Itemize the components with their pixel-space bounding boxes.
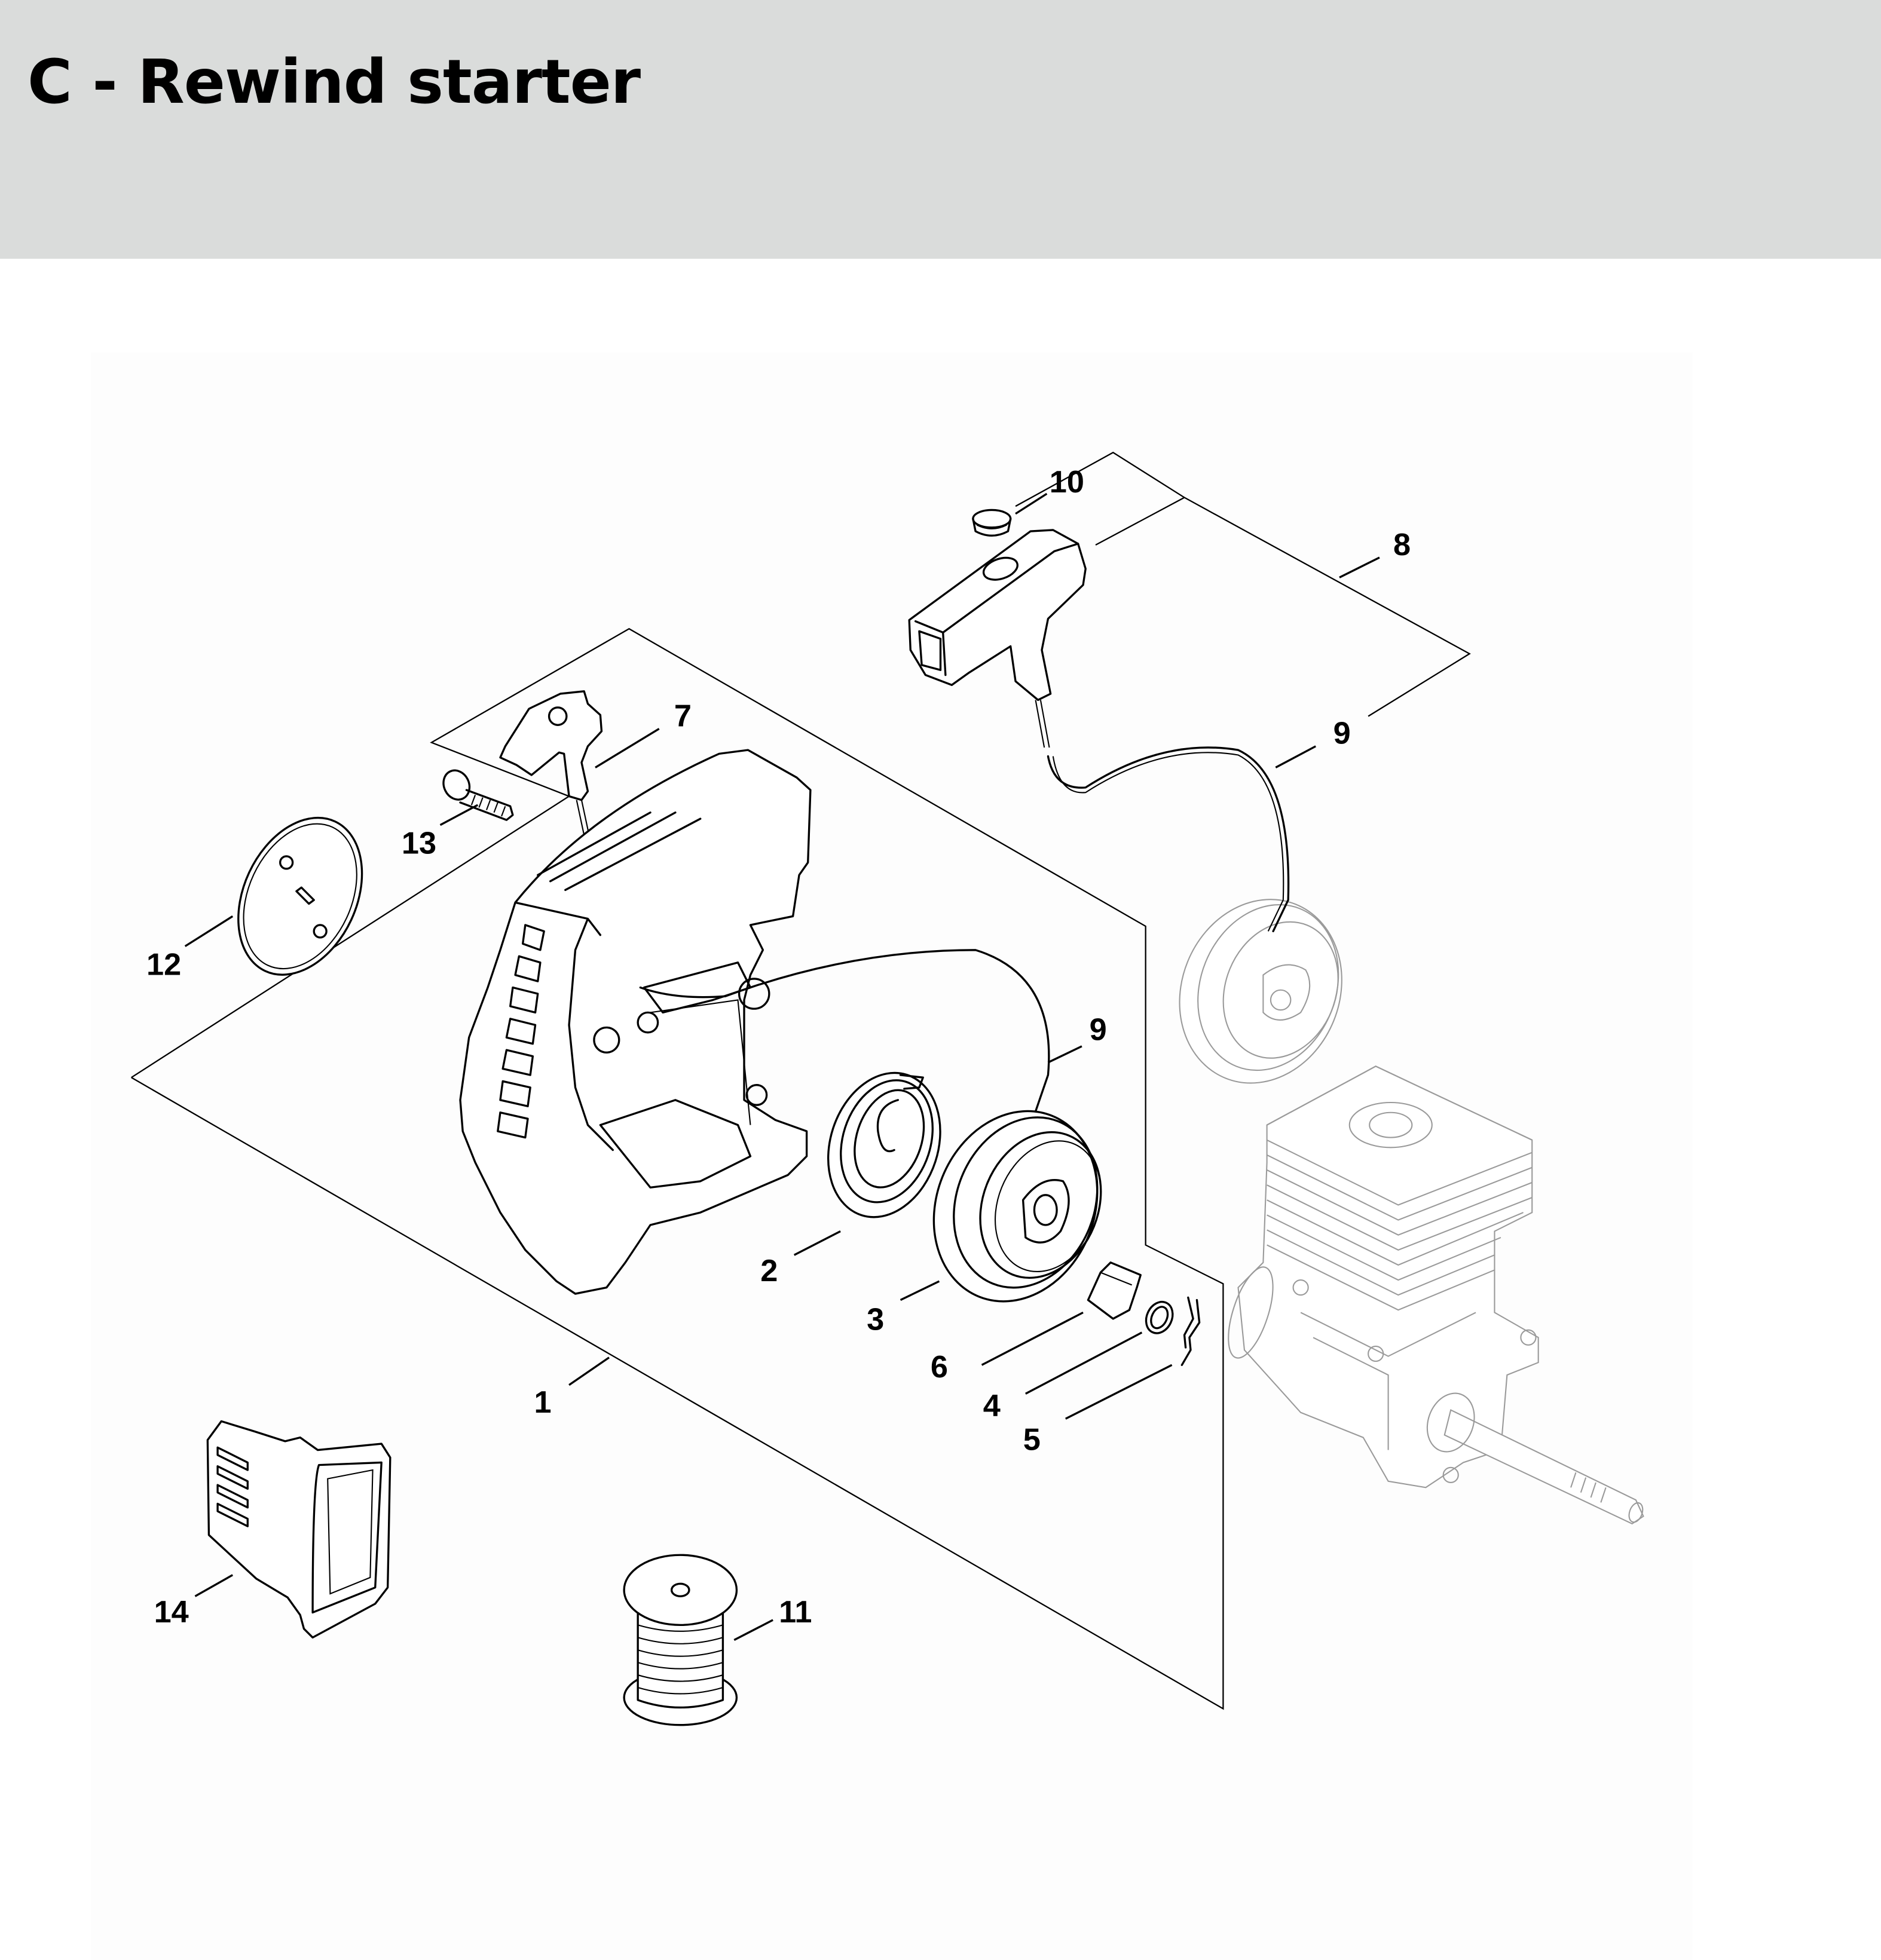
- leader-9-lower: [1047, 1045, 1082, 1064]
- leader-5: [1065, 1364, 1173, 1420]
- callout-2[interactable]: 2: [760, 1254, 778, 1288]
- leader-9-upper: [1275, 745, 1317, 768]
- callout-6[interactable]: 6: [931, 1350, 948, 1385]
- part-plug: [972, 509, 1012, 537]
- callout-4[interactable]: 4: [983, 1389, 1001, 1423]
- part-screw: [442, 769, 514, 821]
- fan-housing-group-outline: [131, 627, 1224, 1710]
- part-spring-clip: [1180, 1296, 1201, 1366]
- leader-11: [733, 1619, 773, 1641]
- leader-4: [1025, 1331, 1143, 1395]
- leader-12: [184, 915, 234, 947]
- leader-6: [981, 1311, 1084, 1366]
- leader-10: [1015, 492, 1048, 515]
- part-starter-grip: [499, 690, 603, 835]
- leader-1: [568, 1356, 610, 1386]
- callout-7[interactable]: 7: [674, 699, 692, 733]
- callout-13[interactable]: 13: [402, 826, 436, 861]
- callout-11[interactable]: 11: [779, 1595, 812, 1630]
- part-fan-housing: [459, 749, 1050, 1295]
- page-header: C - Rewind starter: [0, 0, 1881, 259]
- callout-9-upper[interactable]: 9: [1333, 716, 1351, 751]
- part-starter-rope-upper: [1047, 746, 1290, 933]
- part-rewind-spring: [827, 1071, 941, 1218]
- part-cover-plate: [237, 816, 363, 976]
- callout-3[interactable]: 3: [867, 1303, 884, 1337]
- callout-12[interactable]: 12: [146, 948, 181, 982]
- callout-14[interactable]: 14: [154, 1595, 189, 1630]
- part-rope-spool: [623, 1554, 738, 1726]
- part-rope-rotor: [932, 1110, 1102, 1303]
- leader-14: [194, 1574, 234, 1597]
- kit-bracket-upper: [1015, 451, 1185, 507]
- leader-lines: [184, 492, 1380, 1641]
- kit-bracket-lower: [1095, 497, 1471, 717]
- part-pawl: [1087, 1261, 1142, 1320]
- callout-5[interactable]: 5: [1023, 1423, 1041, 1457]
- callout-1[interactable]: 1: [534, 1385, 552, 1420]
- leader-7: [595, 728, 660, 768]
- leader-8: [1339, 556, 1380, 578]
- part-starter-grip-kit: [908, 529, 1087, 748]
- callout-labels: 10 8 9 7 13 12 9 2 3 6 4 5 1 14 11: [146, 465, 1411, 1630]
- context-rope-rotor: [1179, 899, 1342, 1084]
- callout-8[interactable]: 8: [1393, 528, 1411, 562]
- assembly-frame: [131, 627, 1224, 1710]
- callout-9-lower[interactable]: 9: [1090, 1012, 1107, 1047]
- grip-kit-bracket: [1015, 451, 1471, 717]
- engine-context: [1179, 899, 1644, 1525]
- part-washer: [1145, 1300, 1174, 1334]
- part-air-guide: [206, 1420, 392, 1639]
- page-title: C - Rewind starter: [27, 47, 641, 118]
- leader-3: [900, 1280, 940, 1301]
- callout-10[interactable]: 10: [1050, 465, 1084, 500]
- context-engine: [1228, 1065, 1644, 1525]
- leader-13: [439, 804, 479, 826]
- leader-2: [793, 1230, 841, 1256]
